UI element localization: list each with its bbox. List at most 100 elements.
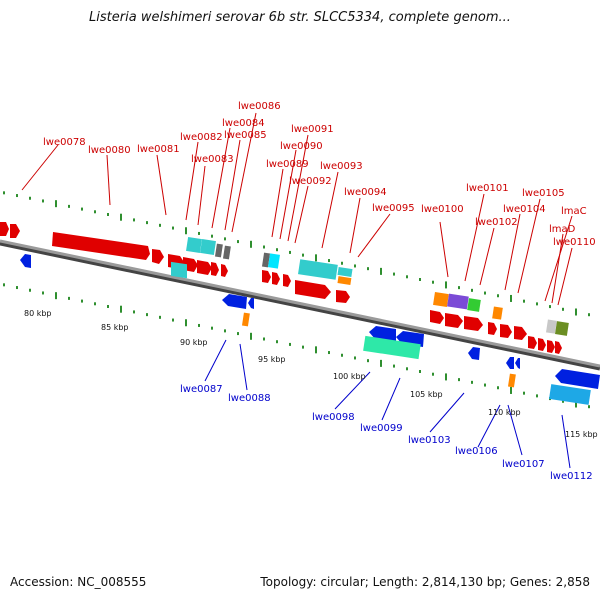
gene-arrow[interactable] bbox=[500, 324, 512, 338]
gene-label[interactable]: lwe0101 bbox=[466, 183, 509, 194]
gene-label[interactable]: lwe0092 bbox=[289, 176, 332, 187]
gene-label[interactable]: lwe0078 bbox=[43, 137, 86, 148]
gene-label[interactable]: lwe0098 bbox=[312, 412, 355, 423]
gene-arrow[interactable] bbox=[283, 274, 291, 287]
gene-arrow[interactable] bbox=[52, 232, 150, 260]
gene-label[interactable]: lwe0090 bbox=[280, 141, 323, 152]
gene-label[interactable]: lwe0112 bbox=[550, 471, 593, 482]
map-title: Listeria welshimeri serovar 6b str. SLCC… bbox=[89, 10, 511, 25]
gene-label[interactable]: lwe0088 bbox=[228, 393, 271, 404]
gene-label[interactable]: lwe0107 bbox=[502, 459, 545, 470]
gene-label[interactable]: lwe0083 bbox=[191, 154, 234, 165]
gene-arrow[interactable] bbox=[262, 270, 271, 283]
gene-arrow[interactable] bbox=[336, 290, 350, 303]
gene-box[interactable] bbox=[433, 292, 449, 307]
gene-box[interactable] bbox=[298, 259, 338, 280]
gene-arrow[interactable] bbox=[10, 224, 20, 238]
gene-box[interactable] bbox=[186, 237, 202, 253]
gene-label[interactable]: lwe0086 bbox=[238, 101, 281, 112]
gene-label[interactable]: lwe0103 bbox=[408, 435, 451, 446]
genome-axis bbox=[0, 239, 600, 368]
gene-box[interactable] bbox=[268, 253, 280, 269]
gene-arrow[interactable] bbox=[20, 254, 31, 268]
gene-arrow[interactable] bbox=[547, 340, 555, 353]
gene-arrow[interactable] bbox=[555, 369, 600, 389]
gene-box[interactable] bbox=[363, 335, 421, 360]
gene-arrow[interactable] bbox=[538, 338, 546, 351]
gene-label[interactable]: lwe0106 bbox=[455, 446, 498, 457]
gene-box[interactable] bbox=[507, 373, 516, 388]
kbp-label: 105 kbp bbox=[410, 390, 443, 399]
gene-arrow[interactable] bbox=[515, 358, 520, 369]
kbp-label: 95 kbp bbox=[258, 355, 286, 364]
gene-label[interactable]: lwe0085 bbox=[224, 130, 267, 141]
genome-axis-shadow bbox=[0, 240, 600, 371]
gene-arrow[interactable] bbox=[222, 294, 247, 309]
reverse-gene-labels: lwe0087 lwe0088 lwe0098 lwe0099 lwe0103 lwe01… bbox=[180, 384, 593, 482]
kbp-label: 80 kbp bbox=[24, 309, 52, 318]
gene-label[interactable]: lwe0104 bbox=[503, 204, 546, 215]
gene-arrow[interactable] bbox=[430, 310, 444, 324]
gene-label[interactable]: lwe0087 bbox=[180, 384, 223, 395]
gene-box[interactable] bbox=[447, 293, 469, 310]
reverse-genes bbox=[20, 254, 600, 405]
gene-box[interactable] bbox=[549, 384, 591, 405]
gene-arrow[interactable] bbox=[514, 326, 527, 340]
gene-label[interactable]: lwe0089 bbox=[266, 159, 309, 170]
gene-arrow[interactable] bbox=[555, 341, 562, 354]
gene-label[interactable]: lwe0100 bbox=[421, 204, 464, 215]
gene-label[interactable]: lmaD bbox=[549, 224, 576, 235]
gene-label[interactable]: lwe0102 bbox=[475, 217, 518, 228]
gene-label[interactable]: lwe0080 bbox=[88, 145, 131, 156]
gene-box[interactable] bbox=[214, 243, 223, 258]
reverse-leaders bbox=[204, 339, 571, 469]
kbp-label: 110 kbp bbox=[488, 408, 521, 417]
gene-arrow[interactable] bbox=[152, 249, 164, 264]
gene-arrow[interactable] bbox=[506, 357, 514, 369]
gene-arrow[interactable] bbox=[211, 262, 219, 276]
gene-arrow[interactable] bbox=[248, 298, 254, 309]
gene-arrow[interactable] bbox=[488, 322, 497, 335]
gene-box[interactable] bbox=[555, 321, 569, 336]
kbp-label: 115 kbp bbox=[565, 430, 598, 439]
gene-arrow[interactable] bbox=[272, 272, 280, 285]
gene-arrow[interactable] bbox=[445, 313, 463, 328]
gene-arrow[interactable] bbox=[468, 347, 480, 360]
gene-arrow[interactable] bbox=[295, 280, 331, 299]
gene-box[interactable] bbox=[545, 319, 557, 334]
kbp-label: 90 kbp bbox=[180, 338, 208, 347]
gene-box[interactable] bbox=[171, 261, 187, 279]
genome-stats-text: Topology: circular; Length: 2,814,130 bp… bbox=[260, 575, 590, 589]
tick-rows bbox=[3, 191, 590, 409]
kbp-label: 100 kbp bbox=[333, 372, 366, 381]
gene-label[interactable]: lwe0084 bbox=[222, 118, 265, 129]
gene-label[interactable]: lwe0105 bbox=[522, 188, 565, 199]
gene-arrow[interactable] bbox=[0, 222, 9, 236]
gene-box[interactable] bbox=[222, 245, 231, 260]
kbp-labels: 80 kbp 85 kbp 90 kbp 95 kbp 100 kbp 105 kbp 11… bbox=[24, 309, 598, 439]
gene-label[interactable]: lwe0093 bbox=[320, 161, 363, 172]
gene-label[interactable]: lwe0081 bbox=[137, 144, 180, 155]
gene-box[interactable] bbox=[200, 239, 216, 255]
accession-text: Accession: NC_008555 bbox=[10, 575, 147, 589]
gene-arrow[interactable] bbox=[528, 336, 537, 349]
gene-label[interactable]: lwe0082 bbox=[180, 132, 223, 143]
gene-box[interactable] bbox=[241, 312, 250, 327]
gene-arrow[interactable] bbox=[221, 264, 228, 277]
gene-box[interactable] bbox=[492, 306, 503, 320]
gene-box[interactable] bbox=[337, 266, 353, 278]
gene-label[interactable]: lmaC bbox=[561, 206, 587, 217]
kbp-label: 85 kbp bbox=[101, 323, 129, 332]
gene-box[interactable] bbox=[337, 276, 352, 286]
gene-box[interactable] bbox=[467, 298, 481, 312]
gene-box[interactable] bbox=[261, 252, 271, 268]
gene-label[interactable]: lwe0094 bbox=[344, 187, 387, 198]
gene-label[interactable]: lwe0095 bbox=[372, 203, 415, 214]
gene-arrow[interactable] bbox=[197, 260, 212, 275]
gene-arrow[interactable] bbox=[464, 316, 483, 331]
gene-label[interactable]: lwe0110 bbox=[553, 237, 596, 248]
gene-label[interactable]: lwe0099 bbox=[360, 423, 403, 434]
gene-label[interactable]: lwe0091 bbox=[291, 124, 334, 135]
